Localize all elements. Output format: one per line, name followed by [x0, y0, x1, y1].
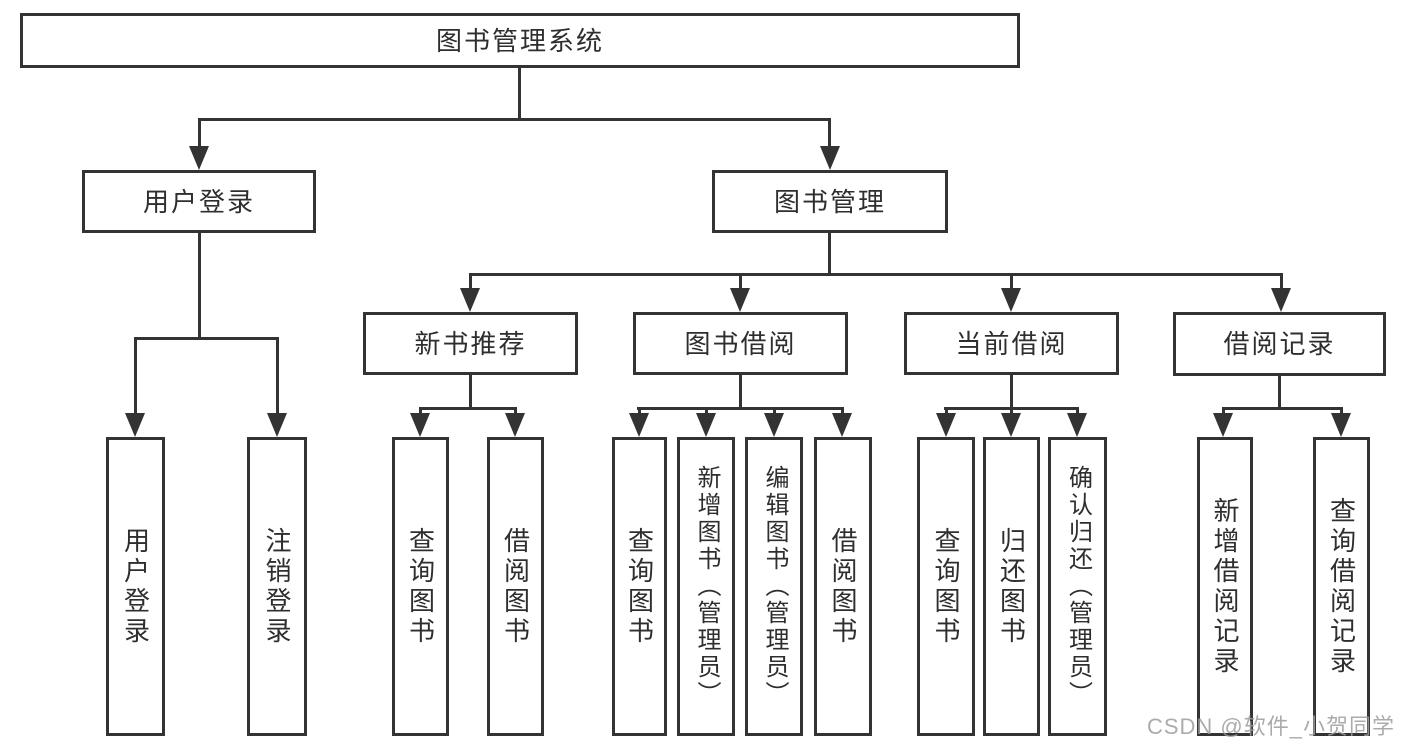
- arrowhead-book-borrow: [730, 288, 750, 312]
- arrowhead-br-query: [1331, 413, 1351, 437]
- edge-bookborrow-stem: [739, 375, 742, 407]
- edge-bookmgmt-stem: [828, 233, 831, 273]
- edge-bookborrow-hbar: [637, 407, 844, 410]
- edge-currentborrow-drop1: [945, 407, 948, 415]
- edge-newbook-stem: [469, 375, 472, 407]
- edge-userlogin-drop-right: [276, 337, 279, 415]
- arrowhead-leaf-user-login: [125, 413, 145, 437]
- csdn-watermark: CSDN @软件_小贺同学: [1146, 714, 1395, 739]
- node-user-login: 用户登录: [82, 170, 316, 233]
- edge-bookborrow-drop2: [705, 407, 708, 415]
- leaf-br-query-record: 查询借阅记录: [1313, 437, 1370, 736]
- arrowhead-cb-return: [1001, 413, 1021, 437]
- arrowhead-leaf-logout: [267, 413, 287, 437]
- edge-bookborrow-drop3: [773, 407, 776, 415]
- leaf-br-add-record: 新增借阅记录: [1197, 437, 1253, 736]
- node-root: 图书管理系统: [20, 13, 1020, 68]
- edge-root-hbar: [198, 118, 831, 121]
- arrowhead-bb-borrow: [832, 413, 852, 437]
- leaf-bb-borrow-book: 借阅图书: [814, 437, 872, 736]
- edge-currentborrow-stem: [1010, 375, 1013, 407]
- node-borrow-record: 借阅记录: [1173, 312, 1386, 376]
- arrowhead-borrow-record: [1271, 288, 1291, 312]
- arrowhead-new-book: [460, 288, 480, 312]
- edge-bookmgmt-hbar: [469, 273, 1283, 276]
- edge-drop-borrow-record: [1280, 273, 1283, 289]
- edge-borrowrecord-drop2: [1340, 407, 1343, 415]
- node-new-book-recommend: 新书推荐: [363, 312, 578, 375]
- leaf-cb-return-book: 归还图书: [983, 437, 1040, 736]
- edge-currentborrow-drop2: [1010, 407, 1013, 415]
- leaf-bb-query-book: 查询图书: [612, 437, 667, 736]
- arrowhead-nb-borrow: [505, 413, 525, 437]
- arrowhead-bb-add: [696, 413, 716, 437]
- leaf-cb-query-book: 查询图书: [917, 437, 975, 736]
- arrowhead-nb-query: [410, 413, 430, 437]
- edge-userlogin-drop-left: [134, 337, 137, 415]
- arrowhead-current-borrow: [1001, 288, 1021, 312]
- arrowhead-book-management: [820, 146, 840, 170]
- edge-borrowrecord-hbar: [1222, 407, 1343, 410]
- leaf-nb-query-book: 查询图书: [392, 437, 449, 736]
- edge-bookborrow-drop4: [841, 407, 844, 415]
- leaf-user-login: 用户登录: [106, 437, 165, 736]
- edge-userlogin-stem: [198, 233, 201, 337]
- edge-newbook-hbar: [419, 407, 517, 410]
- arrowhead-cb-query: [936, 413, 956, 437]
- edge-newbook-drop1: [419, 407, 422, 415]
- leaf-logout: 注销登录: [247, 437, 307, 736]
- edge-root-drop-left: [198, 118, 201, 148]
- node-book-borrow: 图书借阅: [633, 312, 848, 375]
- edge-root-stem: [518, 68, 521, 118]
- leaf-bb-add-book-admin: 新增图书（管理员）: [677, 437, 735, 736]
- edge-borrowrecord-stem: [1278, 376, 1281, 407]
- edge-bookborrow-drop1: [638, 407, 641, 415]
- arrowhead-br-add: [1213, 413, 1233, 437]
- edge-newbook-drop2: [514, 407, 517, 415]
- edge-userlogin-hbar: [134, 337, 279, 340]
- leaf-cb-confirm-return-admin: 确认归还（管理员）: [1048, 437, 1107, 736]
- arrowhead-bb-query: [629, 413, 649, 437]
- edge-borrowrecord-drop1: [1222, 407, 1225, 415]
- leaf-nb-borrow-book: 借阅图书: [487, 437, 544, 736]
- edge-drop-current-borrow: [1010, 273, 1013, 289]
- edge-drop-new-book: [469, 273, 472, 289]
- leaf-bb-edit-book-admin: 编辑图书（管理员）: [745, 437, 803, 736]
- edge-root-drop-right: [828, 118, 831, 148]
- edge-currentborrow-drop3: [1076, 407, 1079, 415]
- arrowhead-bb-edit: [764, 413, 784, 437]
- node-book-management: 图书管理: [712, 170, 948, 233]
- arrowhead-user-login: [189, 146, 209, 170]
- node-current-borrow: 当前借阅: [904, 312, 1119, 375]
- edge-drop-book-borrow: [739, 273, 742, 289]
- arrowhead-cb-confirm: [1067, 413, 1087, 437]
